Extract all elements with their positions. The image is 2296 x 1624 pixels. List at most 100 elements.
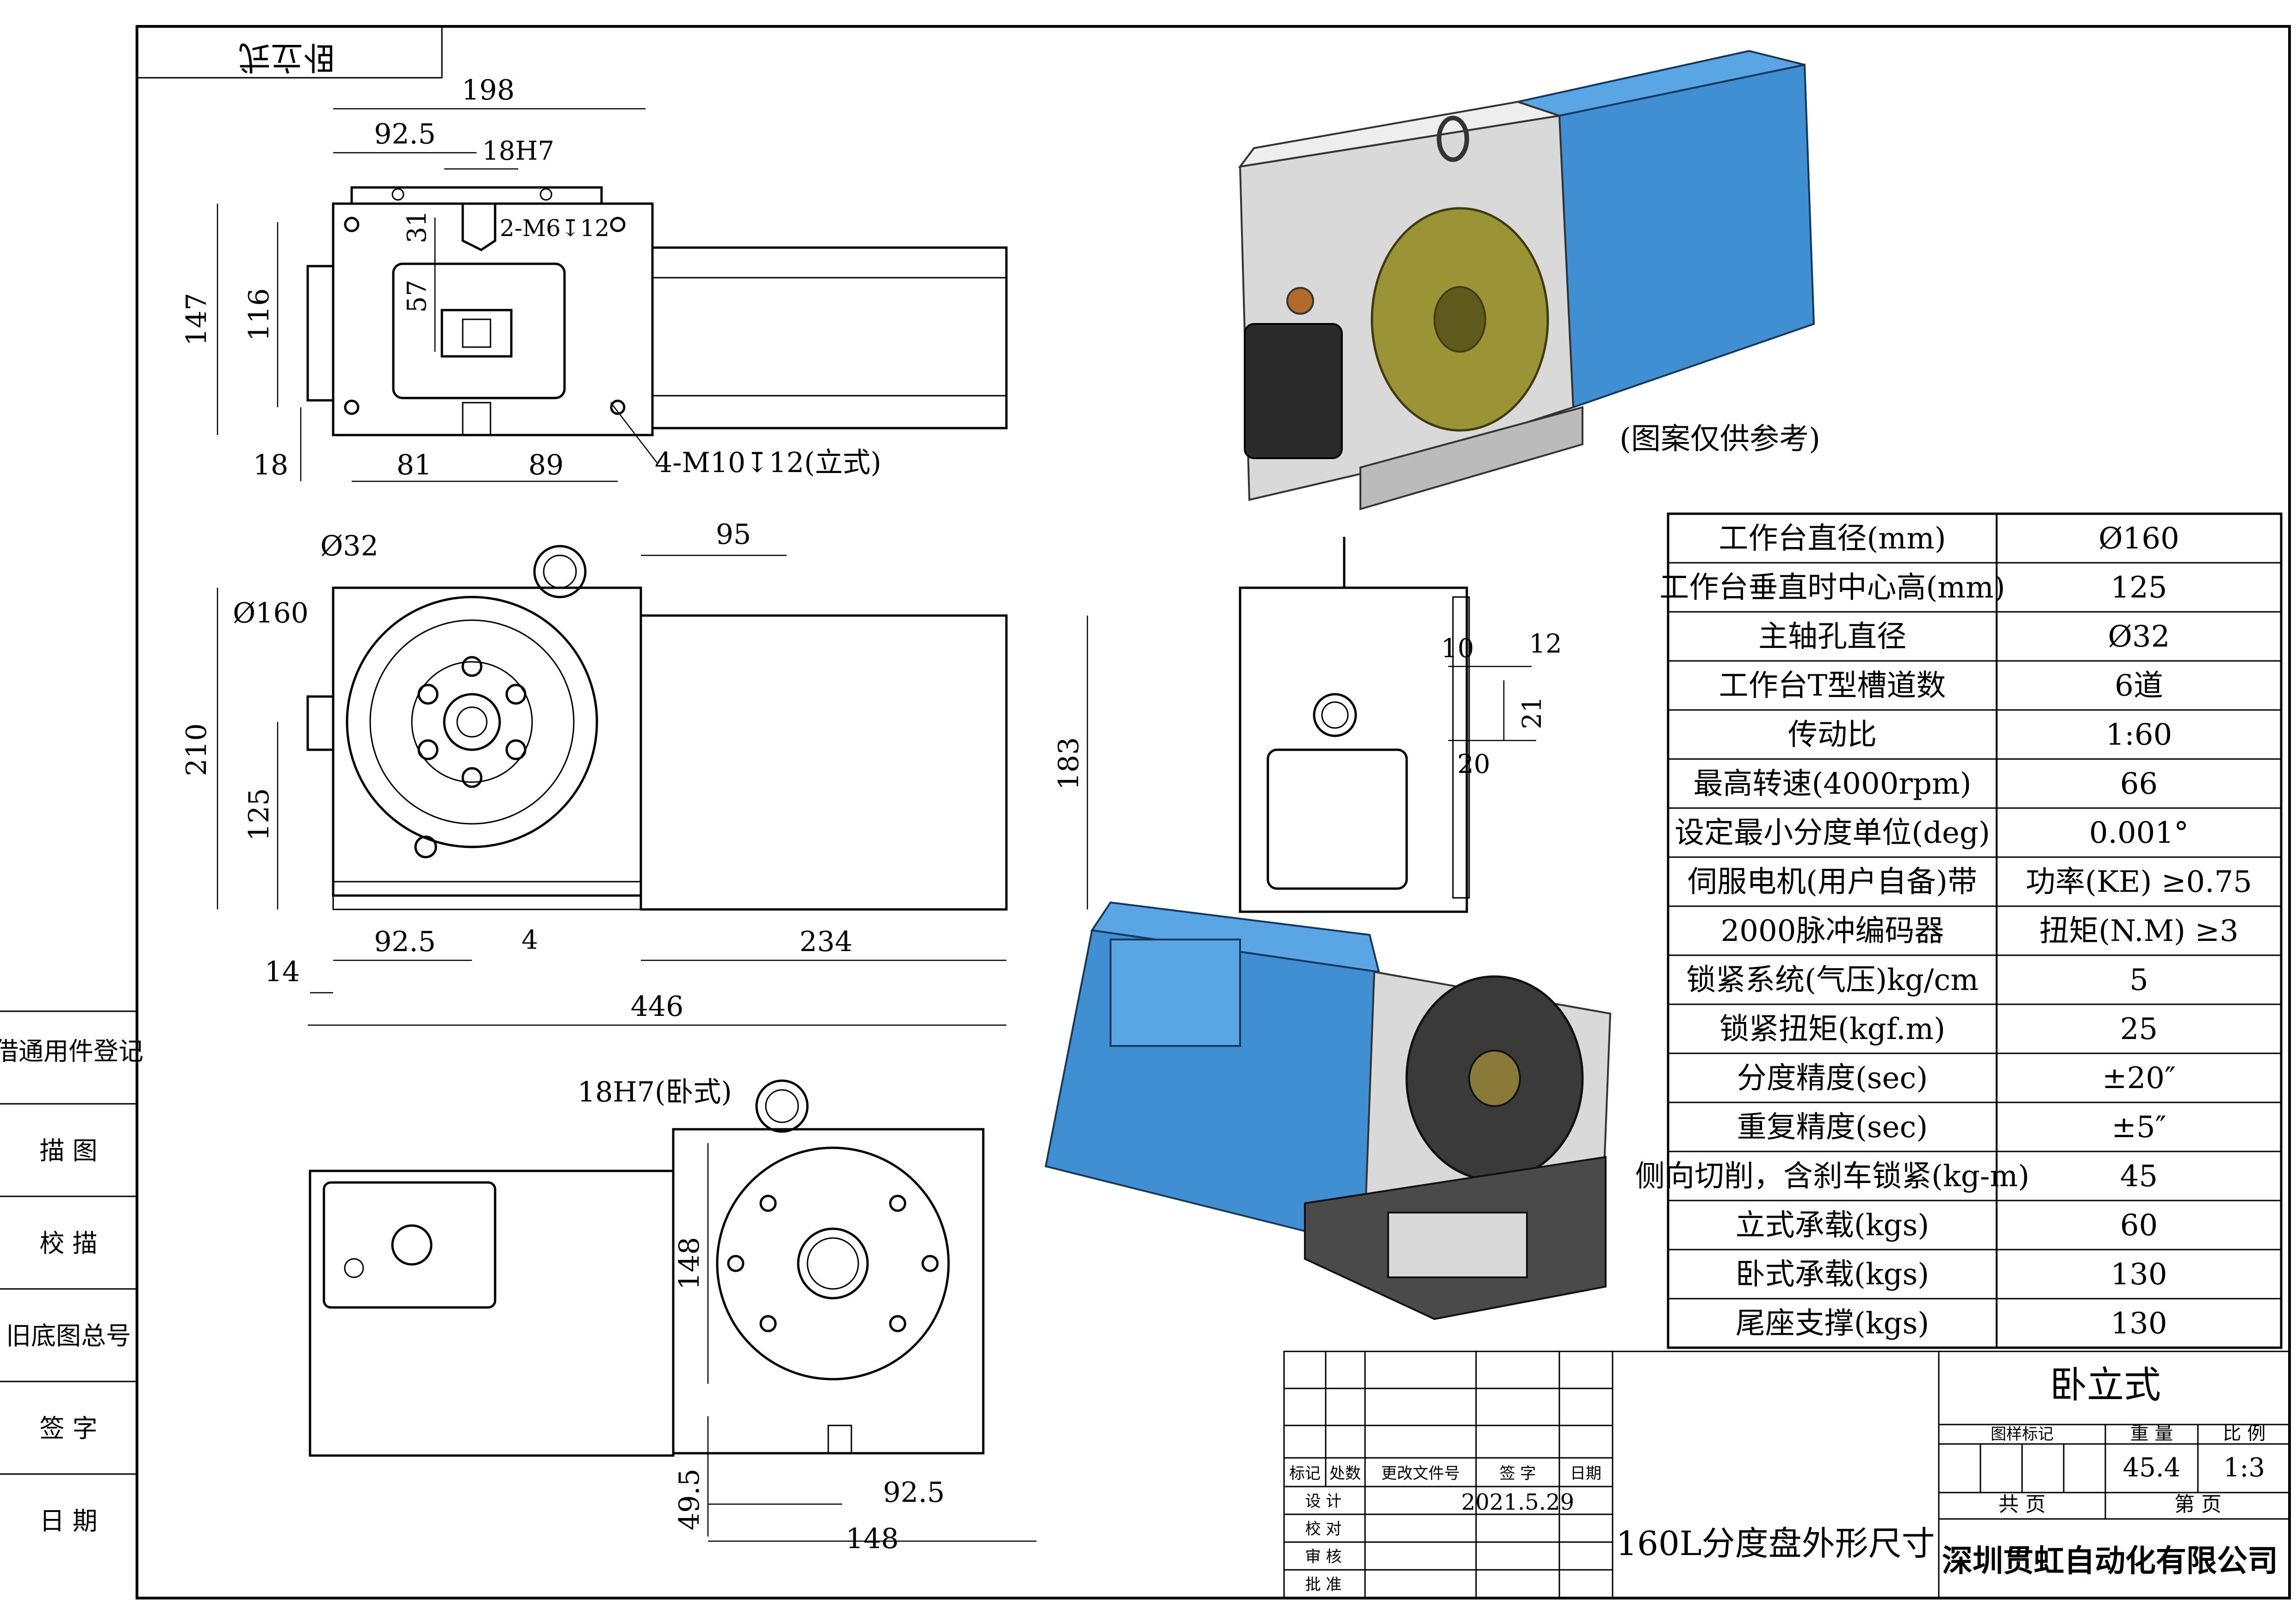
- company-name: 深圳贯虹自动化有限公司: [1942, 1543, 2278, 1579]
- dim-12: 12: [1529, 629, 1562, 659]
- spec-label: 重复精度(sec): [1737, 1110, 1928, 1145]
- dim-57: 57: [402, 280, 432, 312]
- front-view: Ø32 Ø160 95 210 125 183 92.5 4 234 14 44…: [180, 518, 1088, 1026]
- spec-value: 125: [2110, 571, 2167, 605]
- spec-label: 伺服电机(用户自备)带: [1688, 865, 1977, 899]
- design-date: 2021.5.29: [1461, 1489, 1574, 1515]
- spec-label: 2000脉冲编码器: [1721, 914, 1944, 948]
- rev-header-sign: 签 字: [1500, 1464, 1536, 1483]
- title-block: 卧立式 图样标记 重 量 比 例 45.4 1:3 共 页 第 页 深圳贯虹自动…: [1283, 1350, 2290, 1599]
- spec-value: ±20″: [2102, 1061, 2176, 1095]
- header-scale: 比 例: [2223, 1423, 2266, 1444]
- dim-95: 95: [716, 518, 751, 551]
- render-top-motor: [1558, 63, 1815, 409]
- header-drawing-mark: 图样标记: [1991, 1425, 2054, 1444]
- border-tag: 卧立式: [137, 25, 443, 79]
- dim-81: 81: [397, 449, 432, 481]
- border-tag-label: 卧立式: [238, 38, 335, 76]
- product-type: 卧立式: [2050, 1363, 2161, 1406]
- spec-value: 5: [2129, 963, 2148, 997]
- dim-89: 89: [528, 449, 564, 481]
- spec-value: 6道: [2115, 669, 2163, 703]
- spec-table-frame: [1667, 512, 2283, 1349]
- dim-phi32: Ø32: [320, 530, 379, 562]
- scale-value: 1:3: [2223, 1453, 2265, 1483]
- dim-18: 18: [253, 449, 288, 481]
- page-number: 第 页: [2174, 1493, 2222, 1516]
- dim-18h7-top: 18H7: [482, 136, 554, 166]
- spec-value: 1:60: [2106, 718, 2172, 752]
- spec-value: Ø160: [2098, 522, 2179, 556]
- spec-label: 卧式承载(kgs): [1736, 1257, 1930, 1292]
- role-check: 校 对: [1305, 1520, 1342, 1538]
- rev-header-date: 日期: [1570, 1464, 1601, 1483]
- top-view: 198 92.5 18H7 147 116 31 2-M6↧12 57 18 8…: [180, 74, 1008, 482]
- dim-234: 234: [800, 926, 853, 958]
- dim-116: 116: [243, 288, 275, 342]
- spec-label: 侧向切削，含刹车锁紧(kg-m): [1635, 1159, 2029, 1194]
- dim-18h7-bottom: 18H7(卧式): [577, 1076, 732, 1108]
- dim-183: 183: [1053, 737, 1085, 790]
- front-table-disk: [346, 596, 598, 848]
- spec-value: 45: [2120, 1159, 2158, 1194]
- spec-value: 功率(KE) ≥0.75: [2026, 865, 2252, 899]
- drawing-name: 160L分度盘外形尺寸: [1616, 1524, 1935, 1563]
- dim-4: 4: [521, 925, 538, 955]
- header-weight: 重 量: [2130, 1423, 2173, 1444]
- dim-21: 21: [1517, 696, 1547, 729]
- bottom-table-disk: [716, 1146, 950, 1381]
- spec-label: 尾座支撑(kgs): [1736, 1307, 1930, 1341]
- dim-phi160: Ø160: [233, 597, 309, 629]
- total-pages: 共 页: [1998, 1493, 2046, 1516]
- strip-row-2: 描 图: [39, 1136, 97, 1165]
- dim-31: 31: [402, 210, 432, 243]
- sheet-frame: [136, 25, 2291, 1599]
- photo-caption: (图案仅供参考): [1620, 422, 1820, 456]
- rev-header-mark: 标记: [1289, 1464, 1321, 1483]
- left-strip: 借通用件登记 描 图 校 描 旧底图总号 签 字 日 期: [0, 1010, 143, 1536]
- rev-header-docno: 更改文件号: [1381, 1464, 1460, 1483]
- strip-row-3: 校 描: [39, 1229, 97, 1258]
- spec-label: 立式承载(kgs): [1736, 1208, 1930, 1243]
- weight-value: 45.4: [2123, 1453, 2181, 1483]
- spec-label: 最高转速(4000rpm): [1693, 767, 1971, 801]
- spec-label: 工作台直径(mm): [1719, 522, 1946, 556]
- strip-row-1: 借通用件登记: [0, 1037, 143, 1066]
- spec-label: 工作台T型槽道数: [1719, 669, 1946, 703]
- strip-row-6: 日 期: [39, 1506, 97, 1536]
- dim-147: 147: [180, 293, 213, 346]
- dim-148-horiz: 148: [846, 1523, 899, 1555]
- dim-125: 125: [243, 788, 275, 841]
- spec-label: 锁紧扭矩(kgf.m): [1719, 1012, 1945, 1046]
- dim-10: 10: [1441, 634, 1474, 664]
- role-review: 审 核: [1305, 1548, 1342, 1566]
- spec-label: 工作台垂直时中心高(mm): [1659, 571, 2005, 605]
- dim-92-5-bottom: 92.5: [883, 1476, 945, 1509]
- spec-value: 0.001°: [2089, 816, 2189, 850]
- dim-2-m6: 2-M6↧12: [500, 215, 609, 242]
- spec-label: 分度精度(sec): [1737, 1061, 1928, 1095]
- dim-210: 210: [180, 723, 213, 777]
- spec-label: 锁紧系统(气压)kg/cm: [1686, 963, 1979, 997]
- side-view: 10 12 21 20: [1239, 537, 1562, 913]
- role-approve: 批 准: [1305, 1575, 1342, 1594]
- spec-value: 130: [2110, 1257, 2167, 1292]
- note-4-m10: 4-M10↧12(立式): [655, 447, 881, 479]
- dim-446: 446: [631, 990, 684, 1023]
- dim-20: 20: [1457, 749, 1490, 779]
- spec-value: 25: [2120, 1012, 2158, 1046]
- spec-value: 扭矩(N.M) ≥3: [2039, 914, 2238, 948]
- render-top: (图案仅供参考): [1238, 50, 1820, 510]
- rev-header-count: 处数: [1329, 1464, 1361, 1483]
- strip-row-4: 旧底图总号: [6, 1321, 131, 1350]
- dim-49-5: 49.5: [673, 1468, 706, 1531]
- strip-row-5: 签 字: [39, 1414, 97, 1443]
- dim-92-5-front: 92.5: [374, 926, 436, 958]
- dim-14: 14: [265, 956, 300, 988]
- spec-label: 传动比: [1788, 718, 1877, 752]
- dim-92-5-top: 92.5: [374, 118, 436, 150]
- dim-198: 198: [462, 74, 515, 106]
- dim-148-vert: 148: [673, 1237, 706, 1290]
